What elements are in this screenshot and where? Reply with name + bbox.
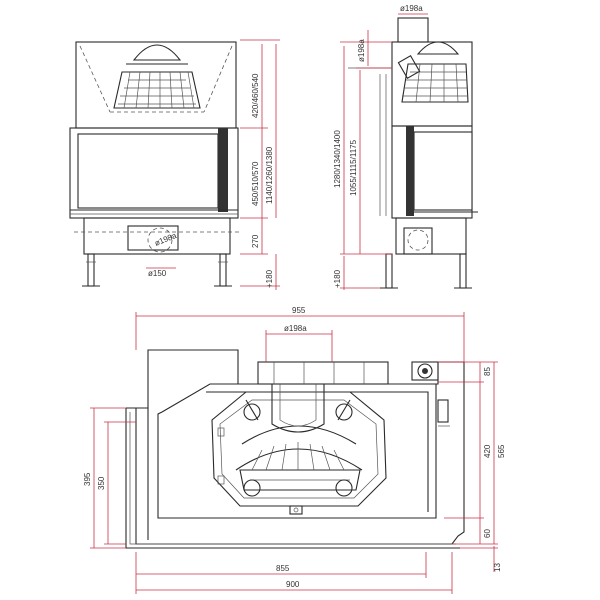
side-leg-left	[385, 253, 393, 289]
front-dim-flue-side: ø198a	[153, 231, 178, 248]
front-dim-height-top: 420/460/540	[251, 73, 260, 118]
front-dome	[113, 44, 201, 109]
plan-firebox	[157, 383, 437, 519]
side-leg-right	[459, 253, 467, 289]
front-leg-right	[219, 253, 227, 287]
side-dim-flue-top: ø198a	[400, 4, 423, 13]
plan-dim-width-total: 955	[292, 306, 306, 315]
front-leg-left	[87, 253, 95, 287]
front-hood	[75, 41, 237, 129]
plan-flue-channel	[271, 384, 325, 433]
plan-dim-flue: ø198a	[284, 324, 307, 333]
plan-dim-395: 395	[83, 472, 92, 486]
plan-dim-13: 13	[493, 563, 502, 572]
front-dim-height-total: 1140/1260/1380	[265, 146, 274, 204]
side-upper-body	[391, 41, 473, 127]
plan-dim-420: 420	[483, 444, 492, 458]
plan-dim-60: 60	[483, 529, 492, 538]
front-dim-base: 270	[251, 234, 260, 248]
plan-view: 955 ø198a 85 420 565 60 13 395 350	[83, 306, 506, 594]
plan-flue-fitting	[417, 363, 433, 379]
front-glass	[77, 133, 219, 209]
front-flue-outlet	[147, 227, 173, 253]
front-dim-height-door: 450/510/570	[251, 161, 260, 206]
front-view: 420/460/540 450/510/570 1140/1260/1380 2…	[69, 39, 280, 290]
plan-dim-855: 855	[276, 564, 290, 573]
side-base	[395, 217, 467, 255]
side-view: ø198a ø198a	[333, 4, 478, 290]
plan-dim-565: 565	[497, 444, 506, 458]
side-dim-height-a: 1280/1340/1400	[333, 130, 342, 188]
plan-outer-outline	[135, 349, 465, 545]
plan-dim-900: 900	[286, 580, 300, 589]
side-flue-collar	[397, 17, 429, 43]
plan-glass-corner	[125, 407, 460, 549]
side-dim-flue-side: ø198a	[357, 39, 366, 62]
plan-combustion-chamber	[211, 391, 387, 507]
side-glass	[413, 131, 473, 211]
front-base	[83, 217, 231, 255]
plan-dim-350: 350	[97, 476, 106, 490]
front-dim-flue-bottom: ø150	[148, 269, 167, 278]
plan-flue-plate	[257, 361, 389, 385]
plan-dim-85: 85	[483, 367, 492, 376]
side-dim-height-b: 1055/1115/1175	[349, 139, 358, 196]
side-dim-leg: +180	[333, 269, 342, 288]
side-dome	[401, 41, 469, 103]
front-dim-leg: +180	[265, 269, 274, 288]
